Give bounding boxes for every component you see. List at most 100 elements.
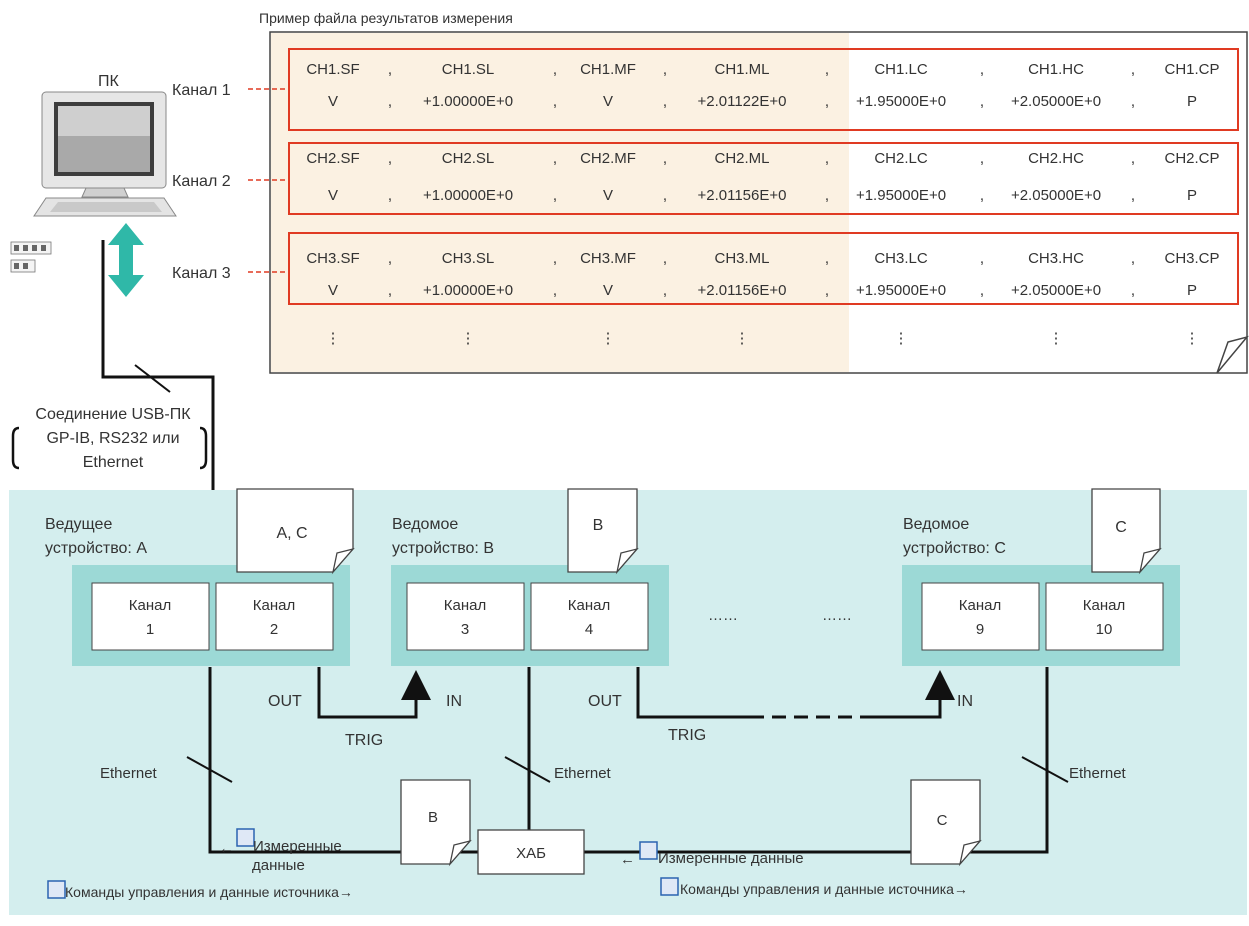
svg-text:Канал: Канал: [129, 597, 171, 614]
cell-separator: ,: [388, 250, 392, 267]
svg-text:B: B: [593, 517, 604, 534]
cell-separator: ,: [388, 61, 392, 78]
connection-line-2: GP-IB, RS232 или: [46, 430, 179, 447]
file-cell: +1.00000E+0: [423, 187, 513, 204]
out-label-2: OUT: [588, 693, 622, 710]
in-label-2: IN: [957, 693, 973, 710]
svg-text:Канал: Канал: [568, 597, 610, 614]
cell-separator: ,: [553, 150, 557, 167]
channel-row-1: Канал 1: [172, 48, 1239, 131]
channel-row-2: Канал 2: [172, 142, 1239, 215]
continuation-dots: ⋮: [894, 330, 909, 347]
cell-separator: ,: [1131, 61, 1135, 78]
cell-separator: ,: [825, 61, 829, 78]
bottom-doc-left-icon: B: [400, 779, 472, 867]
cell-separator: ,: [663, 282, 667, 299]
cell-separator: ,: [980, 282, 984, 299]
file-cell: +2.01156E+0: [698, 187, 787, 204]
channel-row-3: Канал 3: [172, 232, 1239, 305]
slave-b-doc-icon: B: [567, 488, 639, 575]
device-area: [9, 490, 1247, 915]
commands-left: Команды управления и данные источника→: [65, 884, 353, 900]
file-cell: CH3.LC: [874, 250, 928, 267]
cell-separator: ,: [825, 250, 829, 267]
cell-separator: ,: [980, 150, 984, 167]
cell-separator: ,: [1131, 282, 1135, 299]
cell-separator: ,: [553, 93, 557, 110]
svg-text:Канал: Канал: [444, 597, 486, 614]
master-title-2: устройство: A: [45, 540, 147, 557]
cell-separator: ,: [980, 93, 984, 110]
file-cell: +1.00000E+0: [423, 282, 513, 299]
commands-icon-right: [660, 877, 679, 896]
file-cell: V: [328, 187, 338, 204]
measured-left-2: данные: [252, 857, 305, 874]
svg-text:Канал: Канал: [253, 597, 295, 614]
slave-c-doc-icon: C: [1091, 488, 1162, 575]
svg-text:C: C: [937, 812, 948, 829]
ethernet-label-2: Ethernet: [554, 765, 612, 782]
continuation-dots: ⋮: [735, 330, 750, 347]
svg-text:Канал: Канал: [959, 597, 1001, 614]
master-channel-2: Канал 2: [215, 582, 334, 651]
file-cell: CH2.SF: [306, 150, 359, 167]
connection-line-3: Ethernet: [83, 454, 144, 471]
ethernet-label-1: Ethernet: [100, 765, 158, 782]
slave-b-title-2: устройство: B: [392, 540, 494, 557]
file-cell: CH1.LC: [874, 61, 928, 78]
arrow-left-1: ←: [219, 840, 234, 857]
pc-icon: [33, 91, 177, 217]
file-caption: Пример файла результатов измерения: [259, 10, 513, 26]
file-cell: CH2.HC: [1028, 150, 1084, 167]
master-title-1: Ведущее: [45, 516, 112, 533]
cell-separator: ,: [663, 250, 667, 267]
cell-separator: ,: [663, 61, 667, 78]
file-cell: CH3.ML: [714, 250, 769, 267]
connection-line-1: Соединение USB-ПК: [35, 406, 191, 423]
cell-separator: ,: [388, 187, 392, 204]
svg-text:3: 3: [461, 621, 469, 638]
svg-text:9: 9: [976, 621, 984, 638]
file-cell: CH2.SL: [442, 150, 495, 167]
svg-text:B: B: [428, 809, 438, 826]
cell-separator: ,: [1131, 93, 1135, 110]
file-cell: +2.05000E+0: [1011, 282, 1101, 299]
svg-text:1: 1: [146, 621, 154, 638]
ethernet-label-3: Ethernet: [1069, 765, 1127, 782]
slave-c-channel-10: Канал 10: [1045, 582, 1164, 651]
svg-text:10: 10: [1096, 621, 1113, 638]
cell-separator: ,: [663, 150, 667, 167]
cell-separator: ,: [553, 282, 557, 299]
file-cell: CH2.LC: [874, 150, 928, 167]
file-cell: CH3.SL: [442, 250, 495, 267]
cell-separator: ,: [1131, 250, 1135, 267]
cell-separator: ,: [825, 150, 829, 167]
out-label-1: OUT: [268, 693, 302, 710]
cell-separator: ,: [825, 282, 829, 299]
data-transfer-arrow-icon: [108, 223, 144, 297]
file-cell: V: [603, 282, 613, 299]
channel-label-1: Канал 1: [172, 82, 231, 99]
channel-label-3: Канал 3: [172, 265, 231, 282]
bottom-doc-right-icon: C: [910, 779, 982, 867]
cell-separator: ,: [388, 282, 392, 299]
bracket-right: [199, 426, 208, 470]
svg-text:4: 4: [585, 621, 593, 638]
continuation-dots: ⋮: [601, 330, 616, 347]
cell-separator: ,: [825, 93, 829, 110]
cell-separator: ,: [663, 187, 667, 204]
slave-c-title-2: устройство: C: [903, 540, 1006, 557]
file-cell: +2.05000E+0: [1011, 93, 1101, 110]
cell-separator: ,: [663, 93, 667, 110]
file-cell: V: [603, 187, 613, 204]
pc-label: ПК: [98, 73, 120, 90]
file-cell: V: [328, 93, 338, 110]
cell-separator: ,: [980, 250, 984, 267]
file-cell: CH1.SL: [442, 61, 495, 78]
measured-icon-left: [236, 828, 255, 847]
cell-separator: ,: [553, 250, 557, 267]
cell-separator: ,: [825, 187, 829, 204]
channel-label-2: Канал 2: [172, 173, 231, 190]
file-cell: +1.95000E+0: [856, 282, 946, 299]
